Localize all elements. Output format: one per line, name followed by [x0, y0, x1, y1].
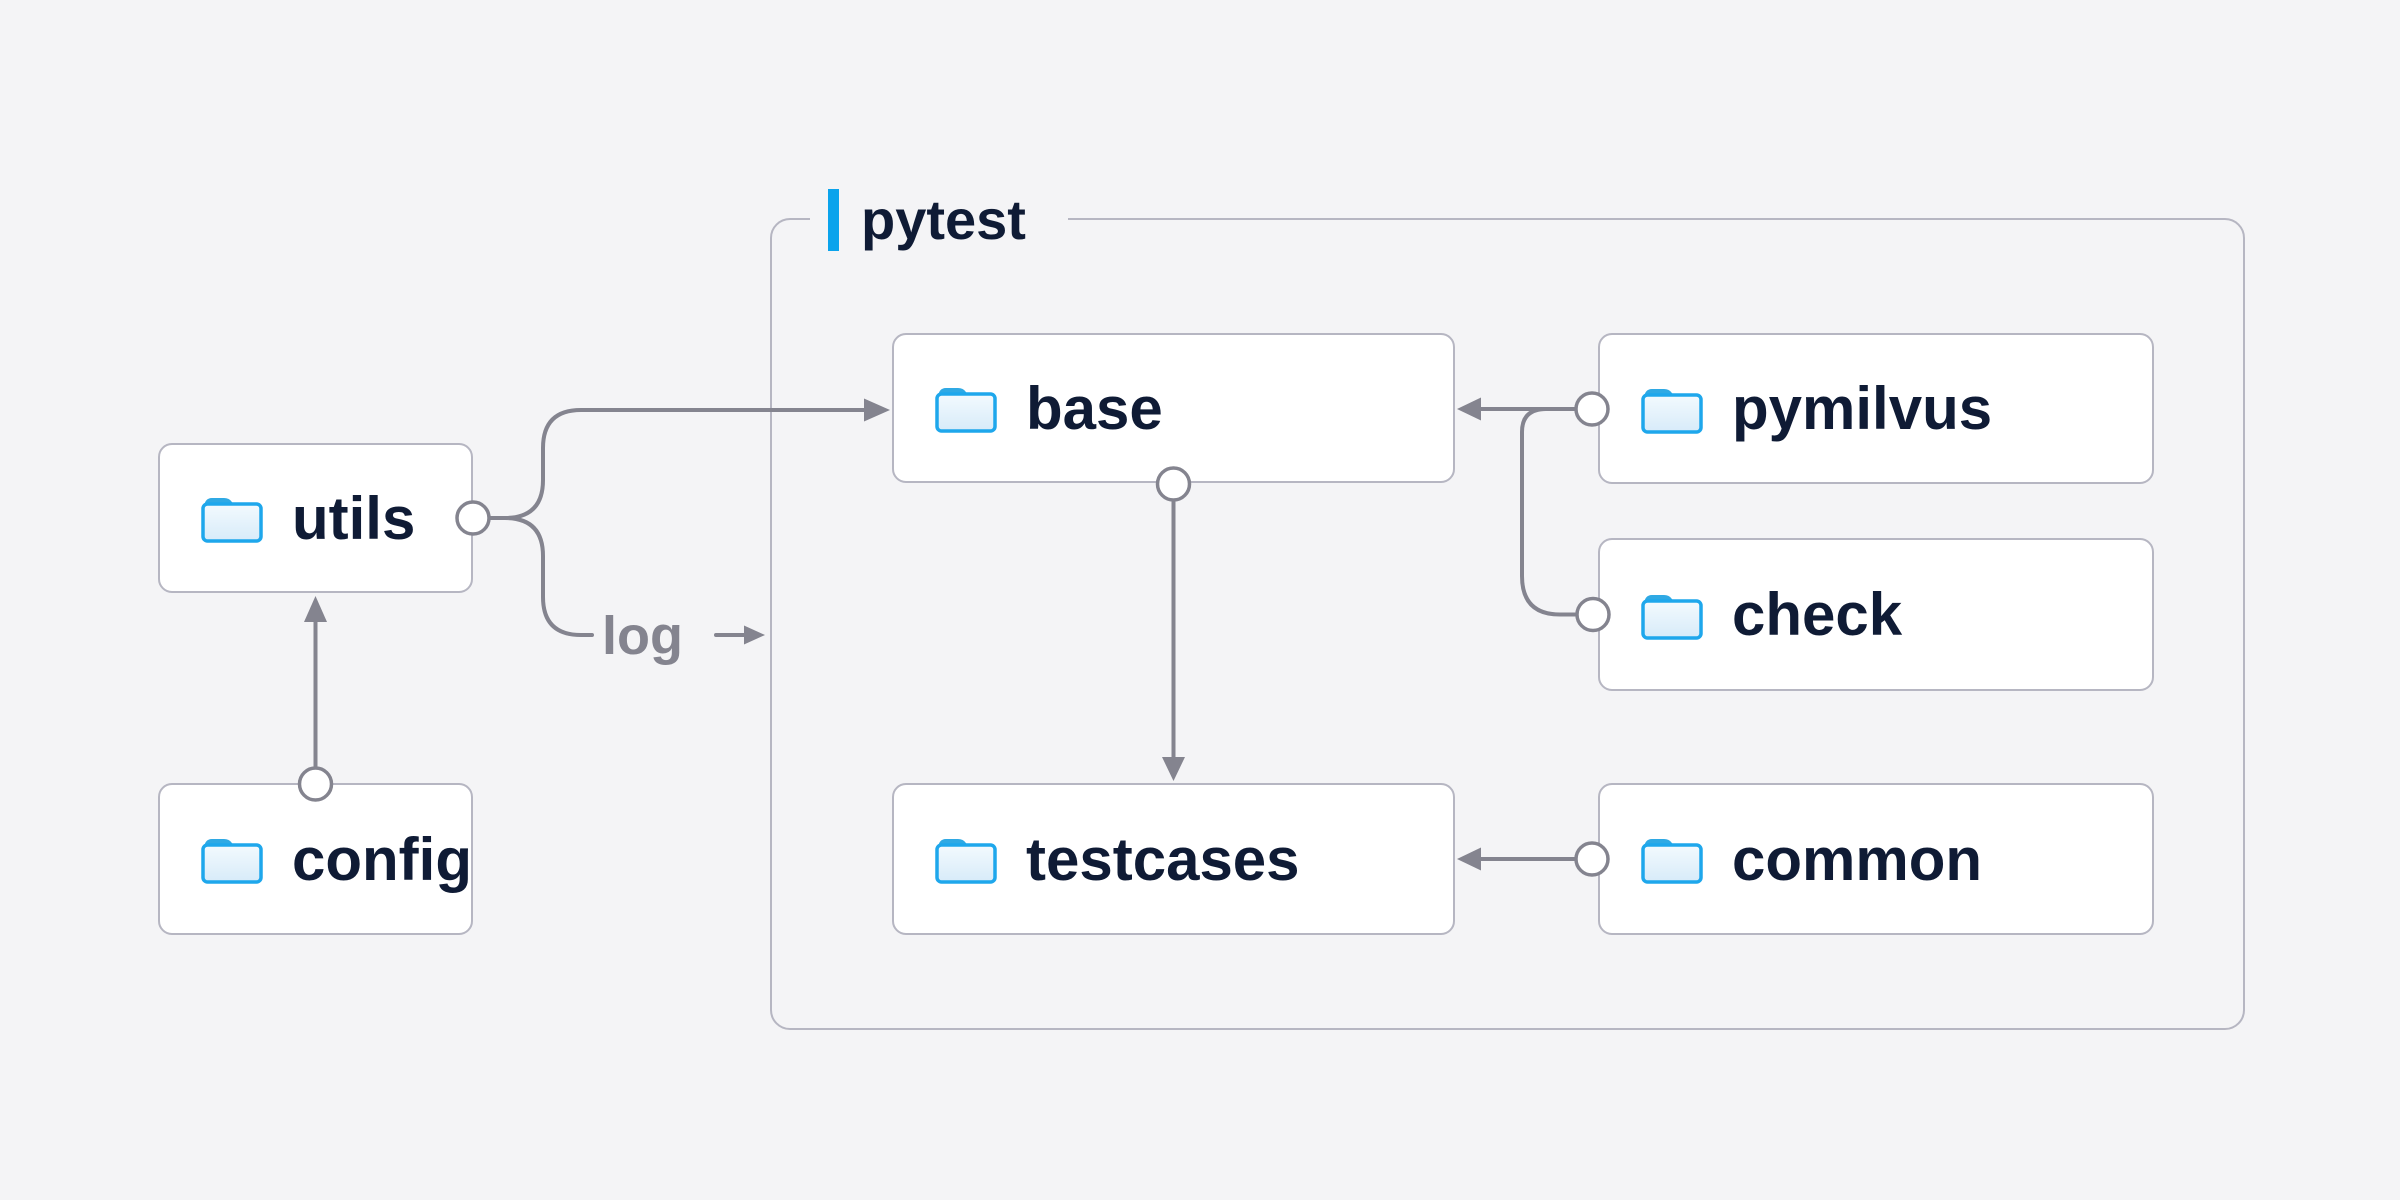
node-pymilvus: pymilvus	[1598, 333, 2154, 484]
node-label: config	[292, 825, 472, 893]
folder-icon	[935, 388, 997, 433]
folder-icon	[1641, 839, 1703, 884]
arrowhead-up-icon	[304, 596, 327, 622]
node-label: common	[1732, 825, 1983, 893]
node-label: check	[1732, 581, 1903, 648]
folder-icon	[201, 839, 263, 884]
node-label: testcases	[1026, 825, 1300, 893]
node-config: config	[158, 783, 473, 935]
node-label: pymilvus	[1732, 375, 1993, 442]
folder-icon	[201, 498, 263, 543]
node-common: common	[1598, 783, 2154, 935]
node-testcases: testcases	[892, 783, 1455, 935]
node-utils: utils	[158, 443, 473, 593]
folder-icon	[1641, 594, 1703, 640]
pytest-label: pytest	[810, 189, 1068, 251]
folder-icon	[935, 839, 997, 884]
edge-label-log: log	[602, 606, 683, 666]
arrowhead-right-icon	[744, 625, 765, 645]
folder-icon	[1641, 388, 1703, 434]
node-check: check	[1598, 538, 2154, 691]
edge-config-utils	[297, 596, 334, 802]
node-label: utils	[292, 484, 416, 552]
node-base: base	[892, 333, 1455, 483]
pytest-label-text: pytest	[861, 188, 1026, 251]
accent-bar-icon	[828, 189, 839, 251]
node-label: base	[1026, 374, 1163, 442]
